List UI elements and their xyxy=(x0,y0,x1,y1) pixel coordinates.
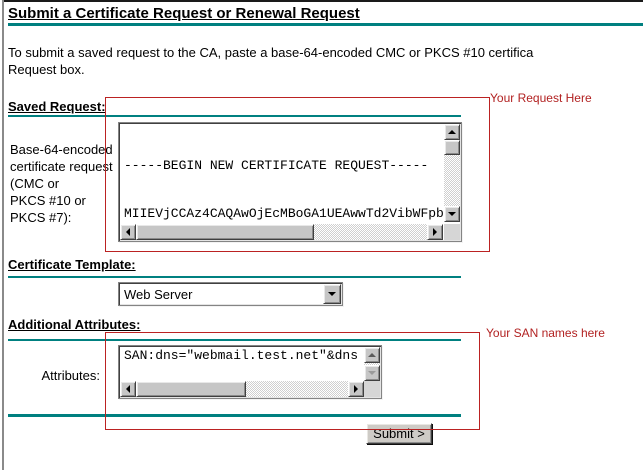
certificate-template-heading: Certificate Template: xyxy=(8,257,136,272)
scroll-up-button[interactable] xyxy=(364,347,380,363)
additional-attributes-heading: Additional Attributes: xyxy=(8,317,141,332)
selected-template: Web Server xyxy=(124,287,193,302)
horizontal-scroll-thumb[interactable] xyxy=(136,381,246,397)
saved-request-annotation: Your Request Here xyxy=(490,91,592,105)
scrollbar-corner xyxy=(364,381,380,397)
scroll-up-button[interactable] xyxy=(444,124,460,140)
scroll-right-button[interactable] xyxy=(427,224,443,240)
vertical-scrollbar[interactable] xyxy=(364,347,380,381)
saved-request-heading: Saved Request: xyxy=(8,99,106,114)
certificate-template-select[interactable]: Web Server xyxy=(118,282,343,306)
scroll-left-button[interactable] xyxy=(120,224,136,240)
horizontal-scroll-thumb[interactable] xyxy=(136,224,314,240)
up-arrow-icon xyxy=(368,353,376,357)
right-arrow-icon xyxy=(433,228,437,236)
intro-paragraph: To submit a saved request to the CA, pas… xyxy=(8,44,643,78)
base64-label-line: PKCS #7): xyxy=(10,210,72,225)
base64-request-label: Base-64-encoded certificate request (CMC… xyxy=(10,141,116,226)
saved-request-divider xyxy=(8,115,461,117)
horizontal-scrollbar[interactable] xyxy=(120,224,443,240)
frame-top-border xyxy=(2,0,643,2)
saved-request-textarea[interactable]: -----BEGIN NEW CERTIFICATE REQUEST----- … xyxy=(118,122,462,242)
left-arrow-icon xyxy=(126,385,130,393)
additional-attributes-divider xyxy=(8,339,461,341)
base64-label-line: Base-64-encoded xyxy=(10,142,113,157)
attributes-text[interactable]: SAN:dns="webmail.test.net"&dns xyxy=(124,348,359,363)
page-title: Submit a Certificate Request or Renewal … xyxy=(8,5,360,22)
attributes-textarea[interactable]: SAN:dns="webmail.test.net"&dns xyxy=(118,345,382,399)
dropdown-arrow-icon xyxy=(328,292,336,296)
intro-line-1: To submit a saved request to the CA, pas… xyxy=(8,45,534,60)
base64-label-line: certificate request xyxy=(10,159,113,174)
scrollbar-corner xyxy=(444,224,460,240)
scroll-left-button[interactable] xyxy=(120,381,136,397)
submit-button[interactable]: Submit > xyxy=(366,423,432,444)
intro-line-2: Request box. xyxy=(8,62,85,77)
scroll-down-button[interactable] xyxy=(444,206,460,222)
attributes-label: Attributes: xyxy=(41,368,100,383)
scroll-down-button[interactable] xyxy=(364,365,380,381)
vertical-scroll-thumb[interactable] xyxy=(444,140,460,155)
base64-label-line: (CMC or xyxy=(10,176,60,191)
attributes-annotation-box xyxy=(105,332,480,430)
left-arrow-icon xyxy=(126,228,130,236)
select-dropdown-button[interactable] xyxy=(323,284,341,304)
right-arrow-icon xyxy=(354,385,358,393)
saved-request-text[interactable]: -----BEGIN NEW CERTIFICATE REQUEST----- … xyxy=(124,126,443,223)
request-line: -----BEGIN NEW CERTIFICATE REQUEST----- xyxy=(124,158,429,173)
base64-label-line: PKCS #10 or xyxy=(10,193,86,208)
certificate-template-divider xyxy=(8,276,461,278)
bottom-divider xyxy=(8,414,461,417)
down-arrow-icon xyxy=(448,212,456,216)
saved-request-annotation-box xyxy=(105,97,490,252)
down-arrow-icon xyxy=(368,371,376,375)
scroll-right-button[interactable] xyxy=(348,381,364,397)
horizontal-scrollbar[interactable] xyxy=(120,381,364,397)
attributes-annotation: Your SAN names here xyxy=(486,326,605,340)
frame-left-border xyxy=(2,0,4,470)
up-arrow-icon xyxy=(448,130,456,134)
request-line: MIIEVjCCAz4CAQAwOjEcMBoGA1UEAwwTd2VibWFp… xyxy=(124,206,443,221)
title-divider xyxy=(8,23,643,26)
vertical-scrollbar[interactable] xyxy=(444,124,460,222)
